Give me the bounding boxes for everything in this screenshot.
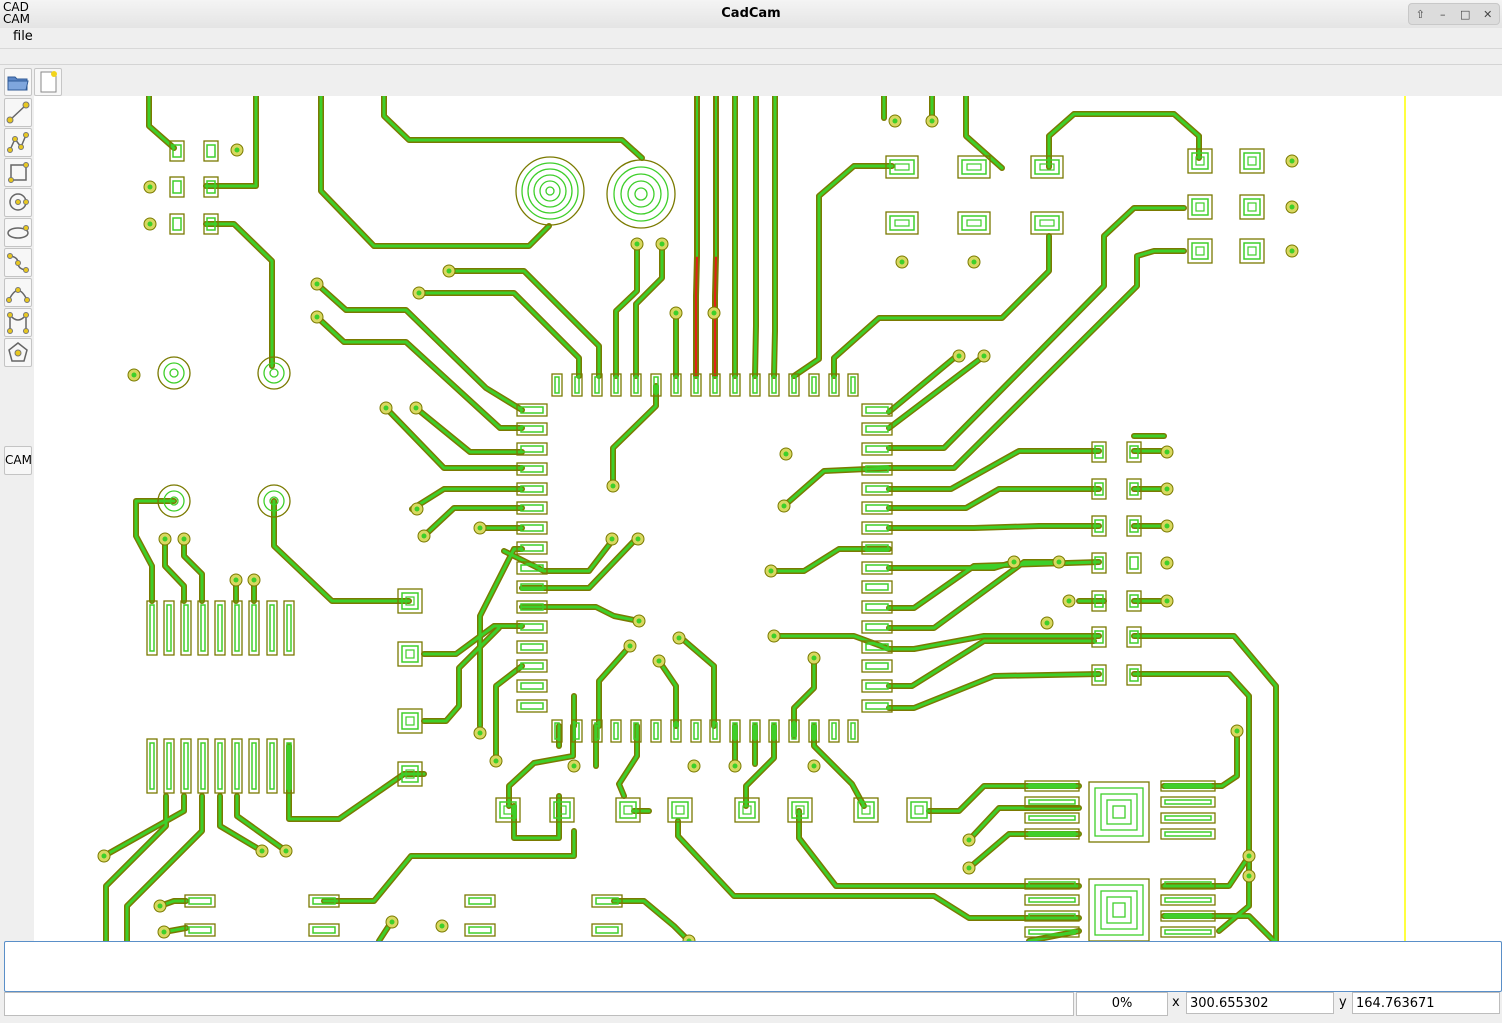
x-coord-label: x — [1172, 995, 1180, 1010]
close-window-icon[interactable]: ✕ — [1483, 7, 1493, 21]
polyline-tool-button[interactable] — [4, 128, 32, 157]
polygon-tool-icon — [8, 342, 28, 362]
circle-tool-icon — [9, 193, 29, 211]
circle-tool-button[interactable] — [4, 188, 32, 217]
status-bar: 0% x 300.655302 y 164.763671 — [0, 992, 1502, 1016]
polyline-tool-icon — [7, 132, 29, 153]
app-logo-line2: CAM — [3, 12, 30, 26]
app-logo: CAD CAM — [3, 1, 33, 27]
menu-bar: file — [0, 28, 1502, 48]
pcb-drawing — [97, 96, 1406, 941]
minimize-window-icon[interactable]: – — [1440, 7, 1446, 21]
chip-pins-right — [861, 403, 893, 713]
window-title: CadCam — [721, 6, 781, 21]
chip-pins-top — [551, 373, 859, 397]
drawing-canvas[interactable] — [34, 96, 1502, 941]
toolbar-grip[interactable] — [0, 48, 1502, 65]
bezier-tool-button[interactable] — [4, 308, 32, 337]
ellipse-tool-icon — [7, 225, 29, 239]
status-message — [4, 992, 1074, 1016]
path-tool-icon — [7, 253, 29, 273]
drawing-tools-panel: CAM — [0, 96, 35, 941]
title-bar: CAD CAM CadCam ⇧ – □ ✕ — [0, 0, 1502, 28]
rectangle-tool-button[interactable] — [4, 158, 32, 187]
arc-tool-button[interactable] — [4, 278, 32, 307]
polygon-tool-button[interactable] — [4, 338, 32, 367]
y-coord-label: y — [1339, 995, 1347, 1010]
open-file-button[interactable] — [4, 68, 32, 96]
y-coord-field[interactable]: 164.763671 — [1352, 992, 1500, 1014]
rectangle-tool-icon — [8, 162, 29, 183]
main-toolbar — [0, 64, 1502, 98]
path-tool-button[interactable] — [4, 248, 32, 277]
x-coord-field[interactable]: 300.655302 — [1186, 992, 1334, 1014]
cam-button[interactable]: CAM — [4, 446, 32, 475]
ellipse-tool-button[interactable] — [4, 218, 32, 247]
shade-window-icon[interactable]: ⇧ — [1415, 7, 1425, 21]
new-file-button[interactable] — [34, 68, 62, 96]
window-controls: ⇧ – □ ✕ — [1408, 3, 1500, 25]
spirals — [157, 156, 1150, 941]
new-file-icon — [40, 71, 57, 93]
open-folder-icon — [7, 76, 29, 91]
command-console[interactable] — [4, 941, 1502, 992]
progress-indicator: 0% — [1076, 992, 1168, 1016]
app-logo-line1: CAD — [3, 0, 29, 14]
menu-file[interactable]: file — [13, 29, 33, 44]
traces — [101, 96, 1406, 941]
arc-tool-icon — [6, 287, 30, 303]
line-tool-icon — [6, 101, 30, 124]
maximize-window-icon[interactable]: □ — [1460, 7, 1471, 21]
line-tool-button[interactable] — [4, 98, 32, 127]
bezier-tool-icon — [7, 312, 29, 334]
